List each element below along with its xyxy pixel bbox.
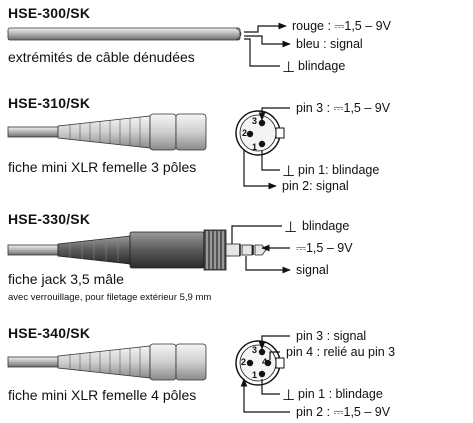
description-hse-340: fiche mini XLR femelle 4 pôles — [8, 387, 197, 403]
xlr4-pin-4: 4 — [262, 357, 268, 367]
xlr3-pin-2: 2 — [242, 128, 248, 138]
xlr3-connector-side — [7, 113, 207, 151]
ground-icon-2: ⊥ — [282, 162, 295, 180]
label-pin3-power: pin 3 : ⎓1,5 – 9V — [296, 101, 391, 115]
wires-section2 — [243, 107, 290, 190]
wires-section4 — [240, 335, 290, 413]
wires-section1 — [244, 22, 291, 67]
ground-icon-1: ⊥ — [282, 58, 295, 76]
label-pin4-linked: pin 4 : relié au pin 3 — [286, 345, 396, 359]
xlr3-pin-face — [235, 110, 285, 156]
description-hse-330: fiche jack 3,5 mâle — [8, 271, 124, 287]
label-pin1-blindage: pin 1: blindage — [298, 163, 380, 177]
ground-icon-3: ⊥ — [284, 218, 297, 236]
label-rouge: rouge : ⎓1,5 – 9V — [292, 19, 391, 33]
note-hse-330: avec verrouillage, pour filetage extérie… — [8, 292, 212, 303]
label-signal-3: signal — [296, 263, 329, 277]
xlr4-pin-3: 3 — [252, 345, 258, 355]
model-hse-310: HSE-310/SK — [8, 95, 91, 111]
label-pin3-signal: pin 3 : signal — [296, 329, 367, 343]
jack-connector — [7, 229, 267, 271]
xlr3-pin-1: 1 — [252, 142, 258, 152]
model-hse-330: HSE-330/SK — [8, 211, 91, 227]
wires-section3 — [231, 225, 291, 274]
label-blindage-3: blindage — [302, 219, 350, 233]
xlr4-pin-face — [235, 340, 285, 386]
ground-icon-4: ⊥ — [282, 386, 295, 404]
label-bleu: bleu : signal — [296, 37, 363, 51]
label-pin2-power-4: pin 2 : ⎓1,5 – 9V — [296, 405, 391, 419]
label-pin2-signal: pin 2: signal — [282, 179, 349, 193]
xlr4-pin-1: 1 — [252, 370, 258, 380]
label-pin1-blindage-4: pin 1 : blindage — [298, 387, 383, 401]
label-power-3: ⎓1,5 – 9V — [296, 241, 353, 255]
model-hse-300: HSE-300/SK — [8, 5, 91, 21]
xlr4-pin-2: 2 — [241, 357, 247, 367]
model-hse-340: HSE-340/SK — [8, 325, 91, 341]
description-hse-310: fiche mini XLR femelle 3 pôles — [8, 159, 197, 175]
xlr3-pin-3: 3 — [252, 116, 258, 126]
cable-bare-ends — [7, 27, 242, 41]
label-blindage-1: blindage — [298, 59, 346, 73]
xlr4-connector-side — [7, 343, 207, 381]
description-hse-300: extrémités de câble dénudées — [8, 49, 195, 65]
